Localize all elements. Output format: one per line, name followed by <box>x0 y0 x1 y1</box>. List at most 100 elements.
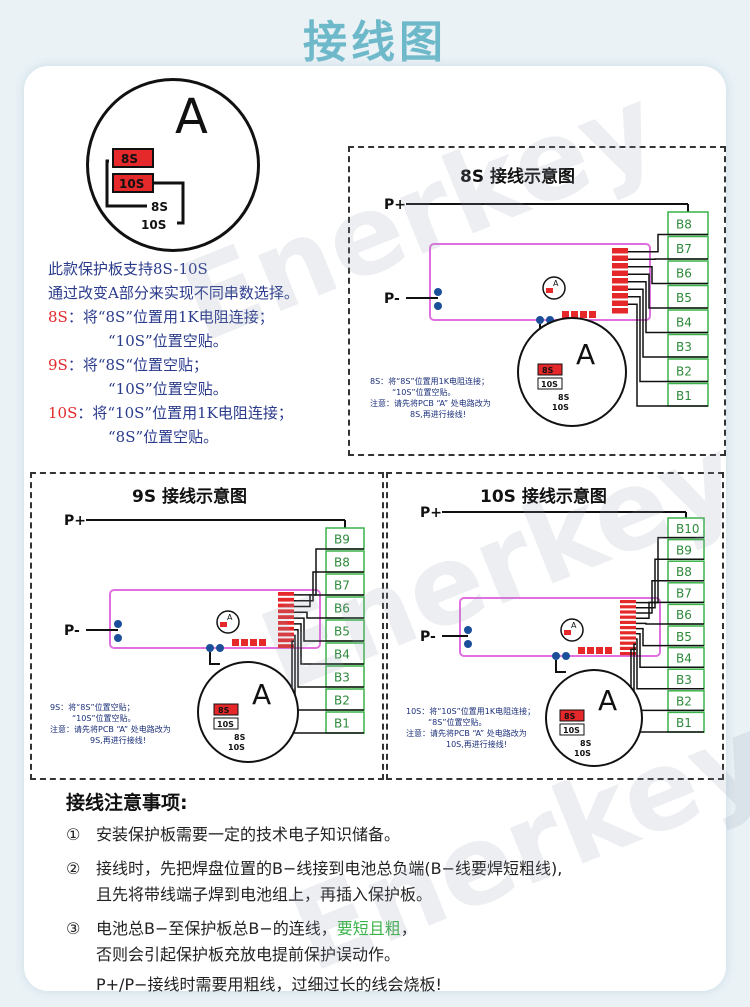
pcb-component <box>250 639 257 646</box>
chip-8s-small <box>559 709 585 722</box>
balance-wire <box>628 233 708 253</box>
balance-wire <box>636 622 704 625</box>
pcb-component <box>589 311 596 318</box>
pcb-component <box>241 639 248 646</box>
battery-cell-label: B5 <box>334 625 350 639</box>
label-10s-small: 10S <box>552 403 569 412</box>
mini-circle-a <box>542 276 566 300</box>
balance-wire <box>294 611 364 619</box>
battery-cell-label: B2 <box>676 364 692 378</box>
panel-note-1: 8S：将“8S”位置用1K电阻连接； <box>370 376 489 386</box>
chip-10s-small <box>537 377 563 390</box>
battery-cell-label: B4 <box>334 648 350 662</box>
wiring-8s-svg: P+P-AB8B7B6B5B4B3B2B1A8S10S8S10S8S：将“8S”… <box>370 197 709 427</box>
mini-circle-a-label: A <box>571 621 577 630</box>
pcb-component <box>232 639 239 646</box>
mini-circle-a <box>560 618 584 642</box>
notes-heading: 接线注意事项: <box>66 792 188 814</box>
battery-cell-label: B6 <box>334 602 350 616</box>
note-line: 通过改变A部分来实现不同串数选择。 <box>48 284 299 302</box>
chip-8s-small-label: 8S <box>542 366 554 375</box>
battery-cell-label: B3 <box>676 340 692 354</box>
p-minus-pad <box>434 288 442 296</box>
balance-wire <box>294 628 364 688</box>
b-minus-wire <box>209 652 220 665</box>
connector-pin <box>620 636 636 640</box>
panel-note-3: 注意：请先将PCB “A” 处电路改为 <box>370 398 491 408</box>
b-minus-pad <box>206 644 214 652</box>
panel-note-1: 10S：将“10S”位置用1K电阻连接； <box>406 706 535 716</box>
battery-cell-label: B8 <box>676 217 692 231</box>
note-2a: 接线时，先把焊盘位置的B−线接到电池总负端(B−线要焊短粗线), <box>96 859 563 878</box>
connector-pin <box>620 615 636 619</box>
battery-cell-label: B8 <box>334 556 350 570</box>
pcb-component <box>259 639 266 646</box>
p-minus-label: P- <box>64 623 80 639</box>
panel-note-2: “8S”位置空贴。 <box>428 717 486 727</box>
route-10s <box>153 181 185 225</box>
chip-8s-small <box>213 703 239 716</box>
pcb-component <box>605 647 612 654</box>
panel-note-3: 注意：请先将PCB “A” 处电路改为 <box>406 728 527 738</box>
balance-wire <box>636 633 704 668</box>
battery-cell-label: B2 <box>676 695 692 709</box>
mini-chip <box>220 622 227 627</box>
pcb-component <box>578 647 585 654</box>
p-minus-pad <box>464 626 472 634</box>
balance-wire <box>628 273 708 309</box>
connector-pin <box>612 255 628 261</box>
panel-note-2: “10S”位置空贴。 <box>72 713 136 723</box>
mini-circle-a <box>216 610 240 634</box>
panel-8s-title: 8S 接线示意图 <box>460 167 575 187</box>
p-minus-pad <box>434 302 442 310</box>
pcb-component <box>562 311 569 318</box>
p-minus-label: P- <box>384 291 400 307</box>
circle-a-small-ring <box>517 317 627 427</box>
note-3c: ， <box>400 919 417 938</box>
battery-cell-label: B4 <box>676 315 692 329</box>
battery-cell-label: B6 <box>676 608 692 622</box>
panel-note-4: 8S,再进行接线! <box>410 409 466 419</box>
balance-wire <box>294 594 364 608</box>
connector-pin <box>612 278 628 284</box>
battery-cell-label: B6 <box>676 266 692 280</box>
connector-pin <box>612 308 628 314</box>
battery-cell-label: B10 <box>676 522 700 536</box>
label-10s-small: 10S <box>228 743 245 752</box>
note-3d: 否则会引起保护板充放电提前保护误动作。 <box>96 945 401 964</box>
note-8s-text2: “10S”位置空贴。 <box>108 332 228 350</box>
connector-pin <box>612 285 628 291</box>
battery-cell-label: B5 <box>676 291 692 305</box>
connector-pin <box>620 652 636 656</box>
connector-pin <box>278 621 294 625</box>
label-8s-out: 8S <box>151 200 168 214</box>
note-1-num: ① <box>66 825 81 844</box>
note-9s-text: ：将“8S“位置空贴； <box>67 356 208 374</box>
label-10s-out: 10S <box>141 218 166 232</box>
connector-pin <box>620 631 636 635</box>
connector-pin <box>278 597 294 602</box>
circle-a-small-ring <box>545 669 643 767</box>
mini-chip <box>546 288 553 293</box>
pcb-board <box>109 589 321 649</box>
p-plus-label: P+ <box>64 513 86 529</box>
connector-pin <box>278 644 294 648</box>
circle-a-small-letter: A <box>576 338 595 371</box>
chip-8s-small-label: 8S <box>218 706 230 715</box>
circle-a-diagram: A 8S 10S 8S 10S <box>86 78 260 252</box>
chip-10s-small-label: 10S <box>563 726 580 735</box>
note-3a: 电池总B−至保护板总B−的连线， <box>96 919 337 938</box>
b-minus-pad <box>216 644 224 652</box>
label-8s-small: 8S <box>558 393 570 402</box>
chip-10s-small-label: 10S <box>541 380 558 389</box>
b-minus-wire <box>555 660 566 673</box>
note-10s-key: 10S <box>48 404 78 422</box>
note-3-highlight: 要短且粗 <box>336 919 401 938</box>
chip-8s-small <box>537 363 563 376</box>
wiring-9s-svg: P+P-AB9B8B7B6B5B4B3B2B1A8S10S8S10S9S：将“8… <box>50 513 365 763</box>
balance-wire <box>628 288 708 358</box>
note-3-num: ③ <box>66 919 81 938</box>
balance-wire <box>636 536 704 604</box>
